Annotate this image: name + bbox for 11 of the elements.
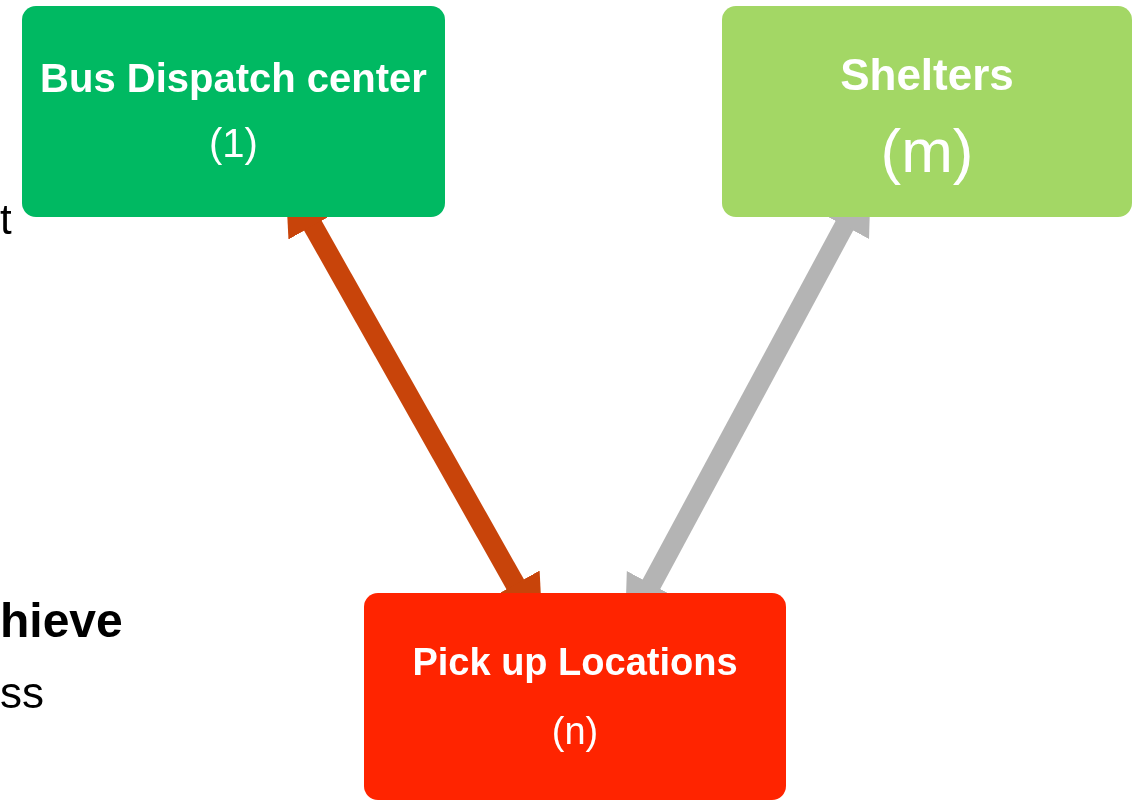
- box-title: Shelters: [840, 48, 1014, 101]
- rounded-box: [22, 6, 445, 217]
- box-title: Pick up Locations: [412, 639, 738, 685]
- box-count: (1): [209, 119, 258, 167]
- rounded-box: [722, 6, 1132, 217]
- rounded-box: [364, 593, 786, 800]
- text-fragment: ss: [0, 667, 44, 719]
- box-title: Bus Dispatch center: [40, 54, 427, 102]
- box-count: (n): [551, 708, 599, 754]
- text-fragment: t: [0, 195, 12, 245]
- text-fragment: hieve: [0, 593, 123, 649]
